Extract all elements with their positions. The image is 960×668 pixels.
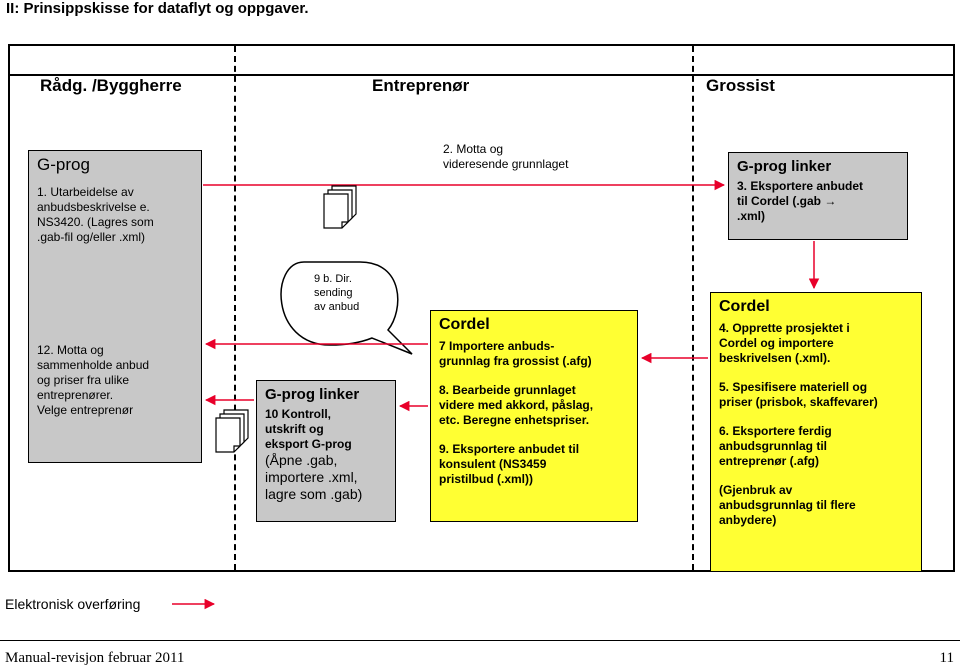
- step-10-detail: (Åpne .gab, importere .xml, lagre som .g…: [265, 452, 363, 502]
- step-9-text: 9. Eksportere anbudet til konsulent (NS3…: [439, 442, 580, 486]
- gprog-linker-box-mid: G-prog linker 10 Kontroll, utskrift og e…: [256, 380, 396, 522]
- page-number: 11: [939, 650, 954, 666]
- step-12-text: 12. Motta og sammenholde anbud og priser…: [37, 343, 150, 417]
- lane-header-grossist: Grossist: [706, 76, 775, 95]
- lane-header-entreprenor: Entreprenør: [372, 76, 470, 95]
- step-10-text: 10 Kontroll, utskrift og eksport G-prog: [265, 407, 352, 451]
- footer-text: Manual-revisjon februar 2011: [5, 650, 185, 666]
- gjenbruk-text: (Gjenbruk av anbudsgrunnlag til flere an…: [719, 483, 856, 527]
- gprog-linker-right-heading: G-prog linker: [737, 158, 832, 175]
- cordel-box-right: Cordel 4. Opprette prosjektet i Cordel o…: [710, 292, 922, 572]
- step-2-note: 2. Motta og videresende grunnlaget: [443, 142, 569, 171]
- step-8-text: 8. Bearbeide grunnlaget videre med akkor…: [439, 383, 594, 427]
- lane-divider-2: [692, 46, 694, 570]
- gprog-box-left: G-prog 1. Utarbeidelse av anbudsbeskrive…: [28, 150, 202, 463]
- cordel-heading: Cordel: [439, 316, 490, 333]
- lane-header-divider: [8, 74, 955, 76]
- gprog-linker-heading: G-prog linker: [265, 386, 360, 403]
- step-1-text: 1. Utarbeidelse av anbudsbeskrivelse e. …: [37, 185, 154, 244]
- cordel-right-heading: Cordel: [719, 298, 770, 315]
- cordel-box-mid: Cordel 7 Importere anbuds- grunnlag fra …: [430, 310, 638, 522]
- step-7-text: 7 Importere anbuds- grunnlag fra grossis…: [439, 339, 592, 368]
- step-9b-note: 9 b. Dir. sending av anbud: [314, 273, 360, 313]
- footer-divider: [0, 640, 960, 641]
- gprog-linker-box-right: G-prog linker 3. Eksportere anbudet til …: [728, 152, 908, 240]
- page-title: II: Prinsippskisse for dataflyt og oppga…: [6, 0, 309, 17]
- step-6-text: 6. Eksportere ferdig anbudsgrunnlag til …: [719, 424, 832, 468]
- diagram-frame: [8, 44, 955, 572]
- lane-header-byggherre: Rådg. /Byggherre: [40, 76, 182, 95]
- lane-divider-1: [234, 46, 236, 570]
- step-5-text: 5. Spesifisere materiell og priser (pris…: [719, 380, 878, 409]
- step-3-text: 3. Eksportere anbudet til Cordel (.gab →…: [737, 179, 864, 223]
- legend-label: Elektronisk overføring: [5, 596, 141, 612]
- gprog-heading: G-prog: [37, 155, 90, 174]
- step-4-text: 4. Opprette prosjektet i Cordel og impor…: [719, 321, 850, 365]
